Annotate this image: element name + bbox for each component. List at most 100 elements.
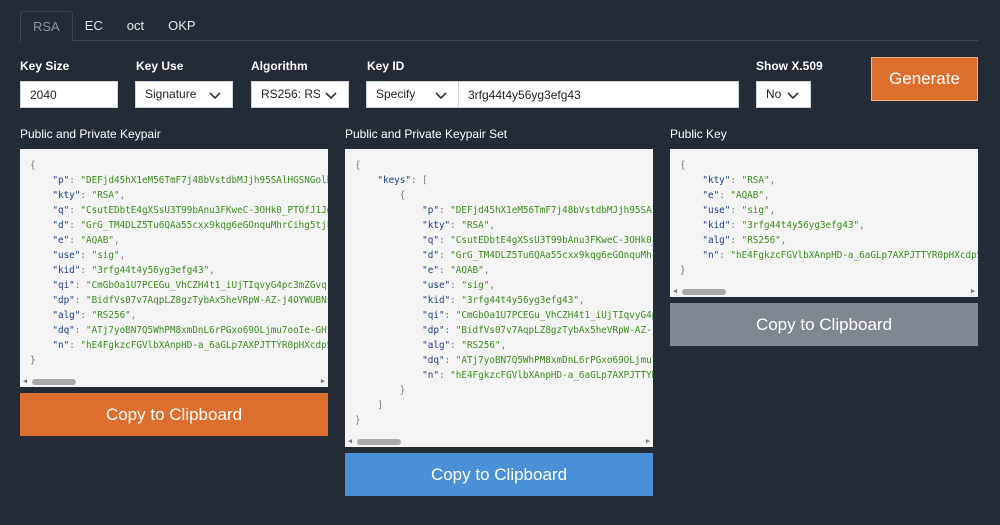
show-x509-label: Show X.509 [756, 59, 823, 73]
public-key-json[interactable]: { "kty": "RSA", "e": "AQAB", "use": "sig… [670, 149, 978, 297]
json-value: "hE4FgkzcFGVlbXAnpHD-a_6aGLp7AXPJTTYR0pH… [730, 250, 978, 261]
json-key: "dq" [422, 355, 445, 366]
keypair-set-json-text: { "keys": [ { "p": "DEFjd45hX1eM56TmF7j4… [345, 158, 653, 428]
key-id-input[interactable]: 3rfg44t4y56yg3efg43 [458, 81, 739, 108]
json-key: "e" [422, 265, 439, 276]
key-id-mode-value: Specify [376, 87, 416, 101]
json-key: "n" [702, 250, 720, 261]
json-value: "ATj7yoBN7Q5WhPM8xmDnL6rPGxo69OLjmu7ooIe… [85, 325, 328, 336]
json-key: "d" [422, 250, 439, 261]
scroll-right-icon[interactable]: ▶ [970, 287, 976, 295]
copy-public-key-button[interactable]: Copy to Clipboard [670, 303, 978, 346]
json-value: "DEFjd45hX1eM56TmF7j48bVstdbMJjh95SAlHGS… [450, 205, 653, 216]
chevron-down-icon [787, 91, 799, 99]
key-size-label: Key Size [20, 59, 70, 73]
tab-oct[interactable]: oct [126, 18, 145, 33]
key-use-value: Signature [145, 87, 197, 101]
copy-keypair-set-button[interactable]: Copy to Clipboard [345, 453, 653, 496]
json-value: "BidfVs07v7AqpLZ8gzTybAx5heVRpW-AZ-j4OYW… [85, 295, 328, 306]
scroll-left-icon[interactable]: ◀ [22, 377, 28, 385]
json-value: "GrG_TM4DLZ5Tu6QAa55cxx9kqg6eGOnquMhrCih… [450, 250, 653, 261]
json-value: "GrG_TM4DLZ5Tu6QAa55cxx9kqg6eGOnquMhrCih… [80, 220, 328, 231]
json-value: "CmGbOa1U7PCEGu_VhCZH4t1_iUjTIqvyG4pc3mZ… [85, 280, 328, 291]
json-value: "sig" [91, 250, 120, 261]
json-key: "kty" [422, 220, 451, 231]
json-value: "ATj7yoBN7Q5WhPM8xmDnL6rPGxo69OLjmu7ooIe… [455, 355, 653, 366]
public-key-json-text: { "kty": "RSA", "e": "AQAB", "use": "sig… [670, 158, 978, 278]
json-value: "hE4FgkzcFGVlbXAnpHD-a_6aGLp7AXPJTTYR0pH… [450, 370, 653, 381]
keypair-set-title: Public and Private Keypair Set [345, 127, 508, 141]
json-value: "sig" [741, 205, 770, 216]
json-value: "RSA" [91, 190, 120, 201]
horizontal-scrollbar[interactable]: ◀ ▶ [345, 436, 653, 447]
json-key: "alg" [702, 235, 731, 246]
json-key: "keys" [377, 175, 411, 186]
key-size-input[interactable]: 2040 [20, 81, 118, 108]
json-key: "p" [422, 205, 439, 216]
json-value: "BidfVs07v7AqpLZ8gzTybAx5heVRpW-AZ-j4OYW… [455, 325, 653, 336]
json-key: "e" [702, 190, 720, 201]
json-key: "q" [422, 235, 439, 246]
json-value: "CsutEDbtE4gXSsU3T99bAnu3FKweC-3OHk0_PTO… [80, 205, 328, 216]
scrollbar-thumb[interactable] [357, 439, 401, 445]
algorithm-label: Algorithm [251, 59, 308, 73]
show-x509-select[interactable]: No [756, 81, 811, 108]
tab-ec[interactable]: EC [84, 18, 103, 33]
tab-rsa[interactable]: RSA [20, 11, 73, 42]
json-key: "q" [52, 205, 70, 216]
json-key: "qi" [52, 280, 75, 291]
json-key: "p" [52, 175, 70, 186]
json-key: "alg" [52, 310, 81, 321]
json-key: "n" [422, 370, 439, 381]
scrollbar-thumb[interactable] [32, 379, 76, 385]
keypair-set-json[interactable]: { "keys": [ { "p": "DEFjd45hX1eM56TmF7j4… [345, 149, 653, 447]
json-key: "use" [422, 280, 451, 291]
json-value: "3rfg44t4y56yg3efg43" [461, 295, 579, 306]
chevron-down-icon [435, 91, 447, 99]
json-key: "alg" [422, 340, 451, 351]
algorithm-select[interactable]: RS256: RSASSA-PKCS1-v1_5 [251, 81, 349, 108]
public-key-title: Public Key [670, 127, 727, 141]
json-value: "RSA" [461, 220, 490, 231]
copy-keypair-button[interactable]: Copy to Clipboard [20, 393, 328, 436]
key-use-select[interactable]: Signature [135, 81, 233, 108]
json-value: "DEFjd45hX1eM56TmF7j48bVstdbMJjh95SAlHGS… [80, 175, 328, 186]
json-value: "CmGbOa1U7PCEGu_VhCZH4t1_iUjTIqvyG4pc3mZ… [455, 310, 653, 321]
scroll-left-icon[interactable]: ◀ [347, 437, 353, 445]
horizontal-scrollbar[interactable]: ◀ ▶ [670, 286, 978, 297]
json-key: "d" [52, 220, 70, 231]
json-value: "CsutEDbtE4gXSsU3T99bAnu3FKweC-3OHk0_PTO… [450, 235, 653, 246]
scroll-right-icon[interactable]: ▶ [320, 377, 326, 385]
scroll-left-icon[interactable]: ◀ [672, 287, 678, 295]
json-key: "kid" [702, 220, 731, 231]
keypair-json[interactable]: { "p": "DEFjd45hX1eM56TmF7j48bVstdbMJjh9… [20, 149, 328, 387]
keypair-json-text: { "p": "DEFjd45hX1eM56TmF7j48bVstdbMJjh9… [20, 158, 328, 368]
json-value: "AQAB" [450, 265, 484, 276]
json-value: "hE4FgkzcFGVlbXAnpHD-a_6aGLp7AXPJTTYR0pH… [80, 340, 328, 351]
json-key: "e" [52, 235, 70, 246]
json-key: "qi" [422, 310, 445, 321]
json-value: "RS256" [741, 235, 781, 246]
json-value: "RS256" [91, 310, 131, 321]
json-key: "kid" [422, 295, 451, 306]
keypair-title: Public and Private Keypair [20, 127, 161, 141]
json-value: "3rfg44t4y56yg3efg43" [91, 265, 210, 276]
scroll-right-icon[interactable]: ▶ [645, 437, 651, 445]
key-id-label: Key ID [367, 59, 405, 73]
json-key: "dp" [52, 295, 75, 306]
key-use-label: Key Use [136, 59, 184, 73]
json-key: "use" [702, 205, 731, 216]
json-key: "kty" [702, 175, 731, 186]
json-value: "3rfg44t4y56yg3efg43" [741, 220, 860, 231]
scrollbar-thumb[interactable] [682, 289, 726, 295]
json-value: "sig" [461, 280, 490, 291]
tab-okp[interactable]: OKP [168, 18, 196, 33]
chevron-down-icon [325, 91, 337, 99]
horizontal-scrollbar[interactable]: ◀ ▶ [20, 376, 328, 387]
generate-button[interactable]: Generate [871, 57, 978, 101]
json-key: "n" [52, 340, 70, 351]
chevron-down-icon [209, 91, 221, 99]
key-id-mode-select[interactable]: Specify [366, 81, 459, 108]
json-value: "AQAB" [730, 190, 764, 201]
show-x509-value: No [766, 87, 782, 101]
